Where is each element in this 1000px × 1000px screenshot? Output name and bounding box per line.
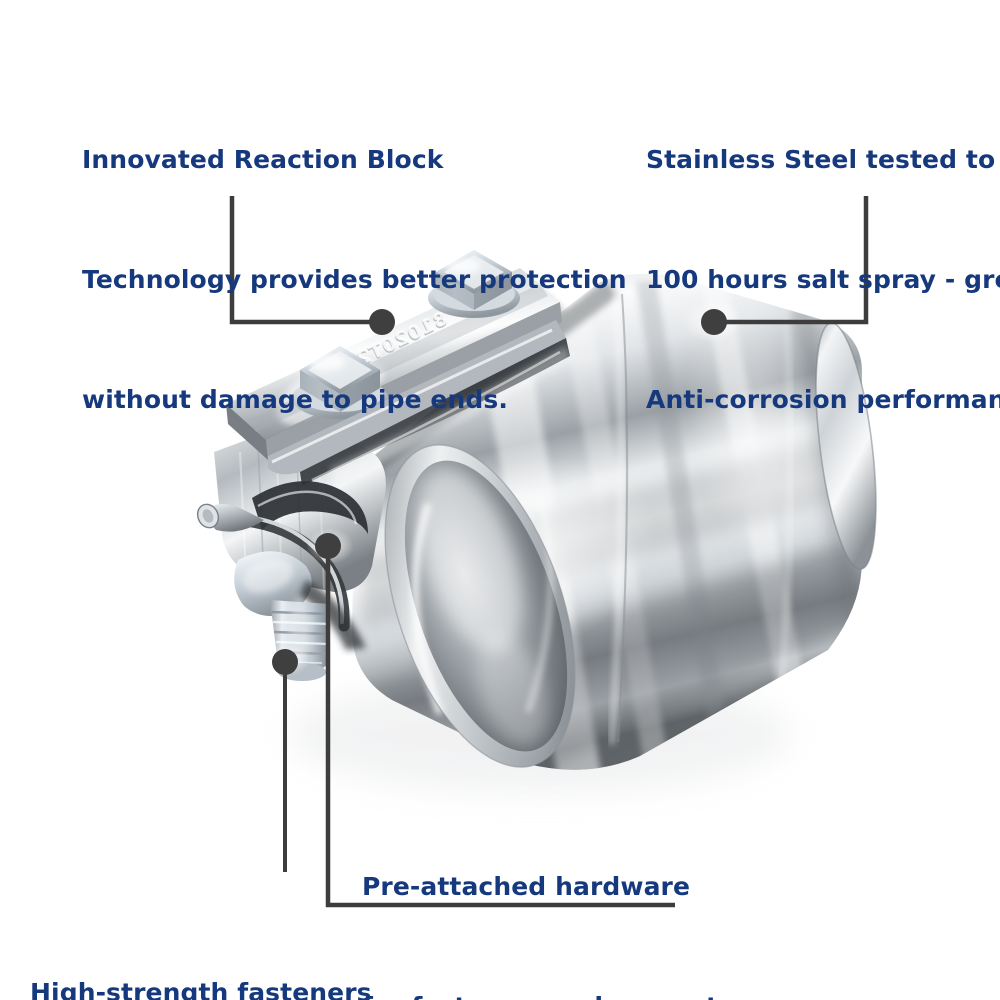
specular-highlight (266, 644, 310, 676)
rolled-edge-tab (196, 503, 264, 532)
hex-bolt-lower (292, 346, 388, 419)
callout-fasteners-line-1: High-strength fasteners (30, 978, 372, 1000)
reaction-block-plate: 81020T2 81020T2 (226, 250, 572, 486)
callout-stainless-line-2: 100 hours salt spray - great (646, 265, 1000, 294)
callout-reaction-block-line-1: Innovated Reaction Block (82, 145, 444, 174)
callout-stainless-line-1: Stainless Steel tested to (646, 145, 996, 174)
callout-reaction-block-line-2: Technology provides better protection (82, 265, 627, 294)
specular-highlight (306, 528, 354, 564)
callout-hardware-line-1: Pre-attached hardware (362, 872, 691, 901)
callout-pre-attached-hardware: Pre-attached hardware for fast,easy and … (362, 787, 735, 1000)
callout-stainless-steel: Stainless Steel tested to 100 hours salt… (646, 60, 1000, 500)
callout-reaction-block: Innovated Reaction Block Technology prov… (82, 60, 627, 500)
callout-reaction-block-line-3: without damage to pipe ends. (82, 385, 508, 414)
callout-high-strength-fasteners: High-strength fasteners 12.9 grade provi… (30, 893, 405, 1000)
hex-bolt-upper (428, 250, 520, 318)
callout-stainless-line-3: Anti-corrosion performance. (646, 385, 1000, 414)
callout-hardware-line-2: for fast,easy and accurate (362, 987, 735, 1000)
